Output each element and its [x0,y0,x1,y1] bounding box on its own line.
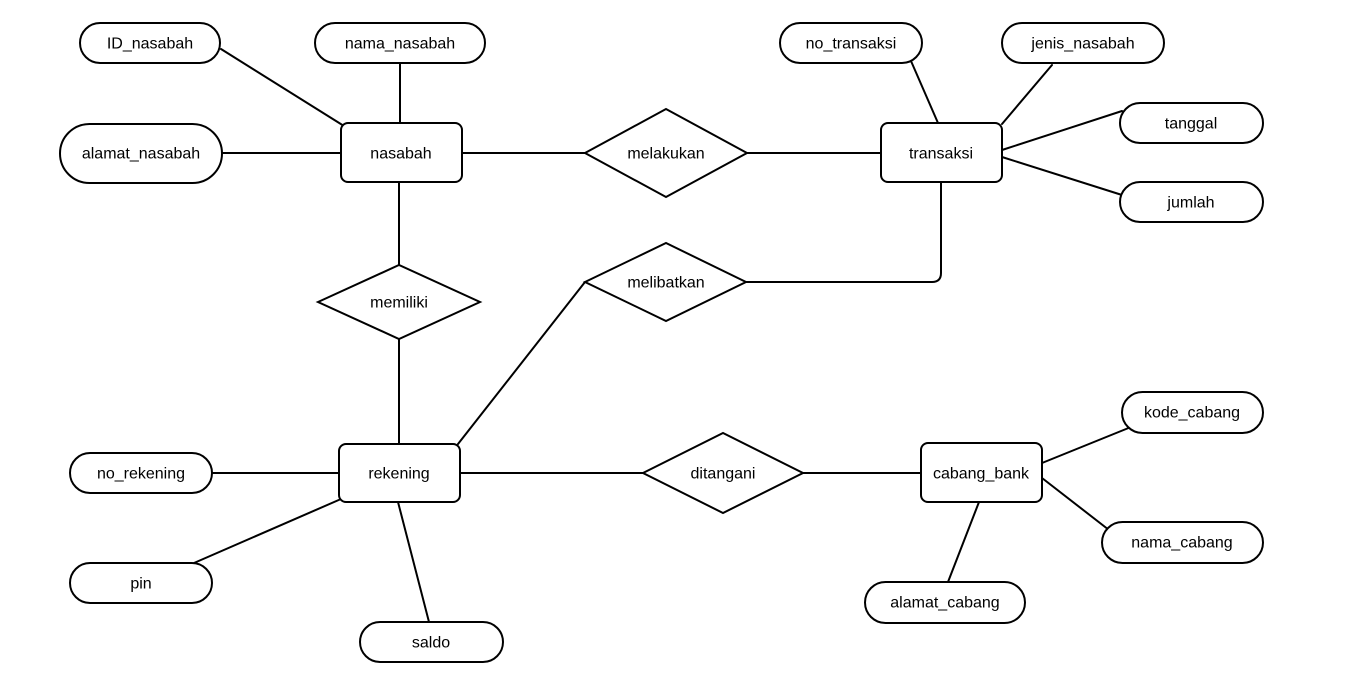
relationship-melibatkan[interactable]: melibatkan [582,241,749,323]
relationship-memiliki-label: memiliki [370,295,428,312]
connector-transaksi-tanggal [1001,110,1123,151]
attribute-kode_cabang[interactable]: kode_cabang [1121,391,1264,434]
attribute-alamat_nasabah-label: alamat_nasabah [82,146,200,163]
relationship-memiliki-diamond[interactable] [315,263,483,341]
connector-cabang_bank-alamat_cabang [947,501,980,583]
attribute-jumlah-oval[interactable] [1119,181,1264,223]
connector-cabang_bank-kode_cabang [1041,426,1132,464]
relationship-melibatkan-diamond[interactable] [582,241,749,323]
relationship-ditangani-label: ditangani [691,466,756,483]
attribute-pin-oval[interactable] [69,562,213,604]
attribute-nama_cabang[interactable]: nama_cabang [1101,521,1264,564]
relationship-ditangani-diamond[interactable] [640,431,806,515]
attribute-pin[interactable]: pin [69,562,213,604]
attribute-jumlah-label: jumlah [1166,195,1214,212]
entity-rekening[interactable]: rekening [338,443,461,503]
attribute-saldo-label: saldo [412,635,450,652]
connector-rekening-melibatkan [457,281,586,445]
attribute-nama_nasabah-oval[interactable] [314,22,486,64]
connector-id_nasabah-nasabah [220,48,345,127]
attribute-jenis_nasabah[interactable]: jenis_nasabah [1001,22,1165,64]
attribute-no_transaksi[interactable]: no_transaksi [779,22,923,64]
connector-jenis_nasabah-transaksi [1001,64,1053,125]
attribute-nama_nasabah[interactable]: nama_nasabah [314,22,486,64]
relationship-memiliki[interactable]: memiliki [315,263,483,341]
connector-melibatkan-transaksi [745,181,942,283]
attribute-tanggal[interactable]: tanggal [1119,102,1264,144]
attribute-alamat_cabang-oval[interactable] [864,581,1026,624]
entity-cabang_bank-box[interactable] [920,442,1043,503]
entity-nasabah[interactable]: nasabah [340,122,463,183]
entity-rekening-label: rekening [368,466,429,483]
connector-cabang_bank-nama_cabang [1041,477,1110,531]
attribute-no_transaksi-oval[interactable] [779,22,923,64]
attribute-tanggal-label: tanggal [1165,116,1218,133]
entity-nasabah-label: nasabah [370,146,431,163]
entity-nasabah-box[interactable] [340,122,463,183]
attribute-pin-label: pin [130,576,151,593]
attribute-id_nasabah[interactable]: ID_nasabah [79,22,221,64]
attribute-no_rekening-label: no_rekening [97,466,185,483]
connector-rekening-saldo [397,501,430,623]
attribute-tanggal-oval[interactable] [1119,102,1264,144]
attribute-alamat_cabang[interactable]: alamat_cabang [864,581,1026,624]
attribute-no_rekening[interactable]: no_rekening [69,452,213,494]
attribute-nama_cabang-label: nama_cabang [1131,535,1232,552]
relationship-melakukan-diamond[interactable] [582,107,750,199]
entity-transaksi[interactable]: transaksi [880,122,1003,183]
attribute-kode_cabang-oval[interactable] [1121,391,1264,434]
entity-cabang_bank-label: cabang_bank [933,466,1030,483]
attribute-saldo-oval[interactable] [359,621,504,663]
connectors [193,48,1132,623]
relationship-melakukan[interactable]: melakukan [582,107,750,199]
attribute-nama_nasabah-label: nama_nasabah [345,36,455,53]
attribute-kode_cabang-label: kode_cabang [1144,405,1240,422]
connector-transaksi-jumlah [1001,156,1123,196]
attribute-alamat_nasabah-oval[interactable] [59,123,223,184]
entity-rekening-box[interactable] [338,443,461,503]
entity-cabang_bank[interactable]: cabang_bank [920,442,1043,503]
attribute-jumlah[interactable]: jumlah [1119,181,1264,223]
attribute-no_rekening-oval[interactable] [69,452,213,494]
connector-rekening-pin [193,498,342,564]
attribute-jenis_nasabah-label: jenis_nasabah [1030,36,1134,53]
relationship-ditangani[interactable]: ditangani [640,431,806,515]
entity-transaksi-label: transaksi [909,146,973,163]
attribute-no_transaksi-label: no_transaksi [806,36,897,53]
relationship-melibatkan-label: melibatkan [627,275,704,292]
attribute-id_nasabah-label: ID_nasabah [107,36,193,53]
attribute-alamat_cabang-label: alamat_cabang [890,595,999,612]
attribute-nama_cabang-oval[interactable] [1101,521,1264,564]
entity-transaksi-box[interactable] [880,122,1003,183]
connector-no_transaksi-transaksi [910,60,939,124]
attribute-id_nasabah-oval[interactable] [79,22,221,64]
relationship-melakukan-label: melakukan [627,146,704,163]
attribute-saldo[interactable]: saldo [359,621,504,663]
attribute-jenis_nasabah-oval[interactable] [1001,22,1165,64]
attribute-alamat_nasabah[interactable]: alamat_nasabah [59,123,223,184]
